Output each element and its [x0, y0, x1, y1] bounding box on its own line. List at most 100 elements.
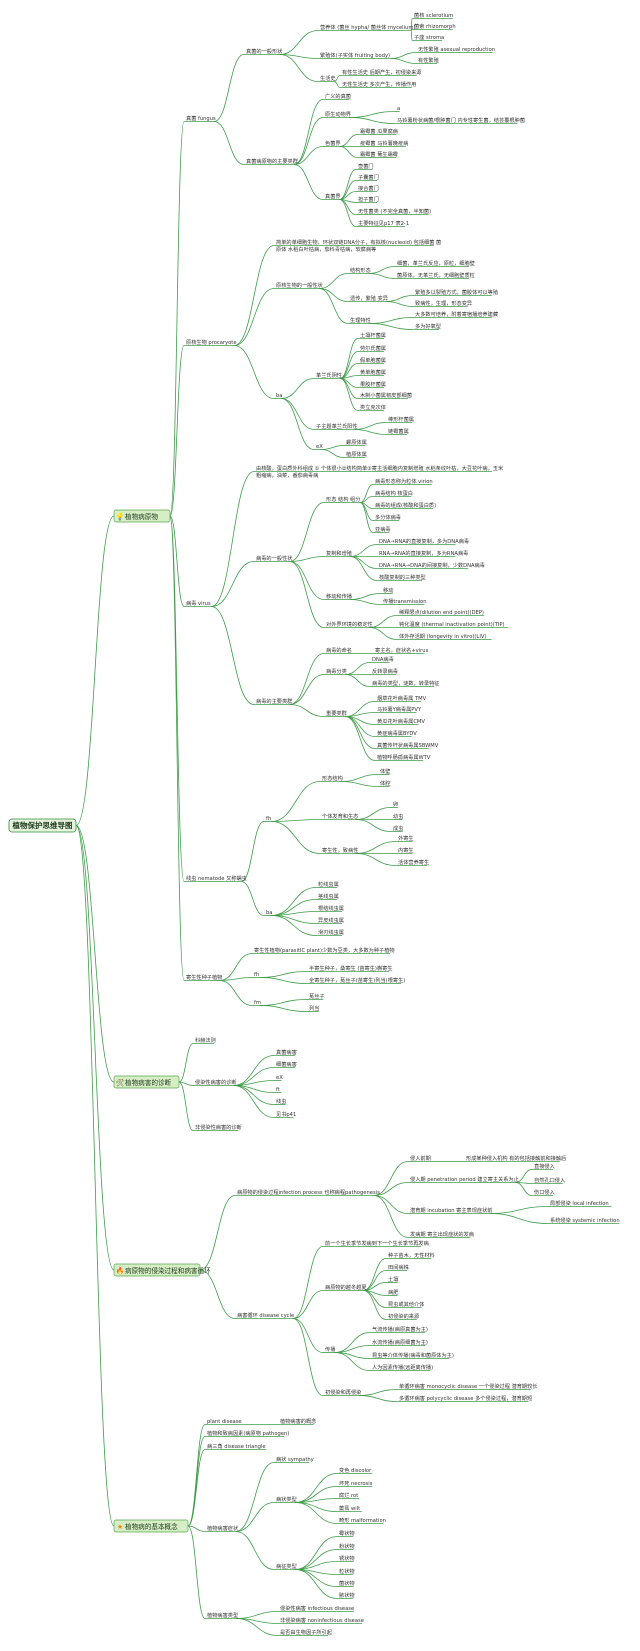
node-97[interactable]: 幼虫 [393, 812, 403, 820]
node-5[interactable]: 子座 stroma [414, 33, 444, 41]
node-83[interactable]: 重要类群 [326, 709, 347, 717]
node-59[interactable]: 病毒形态称为粒体 virion [375, 477, 433, 485]
node-55[interactable]: 病毒 virus [186, 599, 211, 607]
node-104[interactable]: 粒线虫属 [318, 880, 339, 888]
node-67[interactable]: DNA→RNA→DNA的间接复制，少数DNA病毒 [379, 561, 485, 569]
node-17[interactable]: 色菌界 [325, 139, 341, 147]
node-41[interactable]: 革兰氏阴性 [316, 371, 342, 379]
node-30[interactable]: 原核生物的一般性状 [276, 281, 324, 289]
node-38[interactable]: 大多数可培养，附着寄宿播培养建藏 [415, 310, 499, 318]
node-140[interactable]: 种子苗木，无性材料 [388, 1251, 435, 1259]
node-148[interactable]: 水流传播(病原细菌为主) [372, 1338, 428, 1346]
node-163[interactable]: 腐烂 rot [339, 1491, 358, 1499]
node-143[interactable]: 病肥 [388, 1288, 398, 1296]
node-145[interactable]: 初侵染的来源 [388, 1312, 420, 1320]
root-node[interactable]: 植物保护思维导图 [8, 818, 77, 833]
node-153[interactable]: 多循环病害 polycyclic disease 多个侵染过程，潜育期短 [399, 1394, 532, 1402]
node-100[interactable]: 外寄生 [398, 834, 414, 842]
node-176[interactable]: 是否由生物因子所引起 [280, 1628, 333, 1636]
node-91[interactable]: fh [266, 816, 271, 822]
node-110[interactable]: 寄生性植物(parasitIC plant)少数为豆类，大多数为种子植物 [254, 946, 395, 954]
node-98[interactable]: 成虫 [393, 824, 403, 832]
node-11[interactable]: 无性生活史 多次产生，传播作用 [342, 80, 416, 88]
node-6[interactable]: 繁殖体(子实体 fruiting body) [320, 51, 390, 59]
node-138[interactable]: 前一个生长季节发病到下一个生长季节再发病 [325, 1239, 429, 1247]
node-170[interactable]: 粒状物 [339, 1567, 355, 1575]
node-3[interactable]: 菌核 sclerotium [414, 11, 453, 19]
node-60[interactable]: 病毒结构 核蛋白 [375, 489, 413, 497]
node-172[interactable]: 脓状物 [339, 1591, 355, 1599]
node-141[interactable]: 田间病株 [388, 1263, 410, 1271]
node-99[interactable]: 寄生性，致病性 [322, 846, 358, 854]
node-133[interactable]: 潜育期 incubation 寄主表现症状前 [410, 1206, 492, 1214]
node-4[interactable]: 菌索 rhizomorph [414, 22, 456, 30]
node-20[interactable]: 霜霉菌 葡生霜霉 [360, 150, 398, 158]
node-113[interactable]: 全寄生种子，菟丝子(苗寄生)列当(根寄生) [309, 976, 405, 984]
node-75[interactable]: 体外存活期 (longevity in vitro)(LIV) [399, 632, 486, 640]
node-63[interactable]: 亚病毒 [375, 525, 391, 533]
node-39[interactable]: 多为好氧型 [415, 322, 441, 330]
node-53[interactable]: 螺原体属 [346, 438, 367, 446]
node-116[interactable]: 列当 [309, 1004, 319, 1012]
node-34[interactable]: 遗传，繁殖 变异 [350, 294, 388, 302]
category-star[interactable]: ★ 植物病的基本概念 [113, 1519, 189, 1533]
node-86[interactable]: 黄瓜花叶病毒属CMV [377, 717, 425, 725]
node-155[interactable]: 植物病害的概念 [280, 1417, 316, 1425]
node-2[interactable]: 营养体 (菌丝 hypha/ 菌丝体 mycelium) [320, 23, 415, 31]
node-139[interactable]: 病原物的越冬越夏 [325, 1283, 367, 1291]
node-124[interactable]: 见书p41 [276, 1110, 296, 1118]
node-144[interactable]: 昆虫或其他介体 [388, 1300, 425, 1308]
node-122[interactable]: ft [276, 1087, 280, 1093]
node-69[interactable]: 移动和传播 [326, 592, 353, 600]
node-146[interactable]: 传播 [325, 1345, 336, 1353]
node-37[interactable]: 生理特性 [350, 316, 371, 324]
node-77[interactable]: 病毒的命名 [326, 646, 352, 654]
node-115[interactable]: 菟丝子 [309, 992, 325, 1000]
node-120[interactable]: 细菌病害 [276, 1060, 297, 1068]
node-117[interactable]: 科赫法则 [195, 1036, 216, 1044]
node-90[interactable]: 线虫 nematode 又称蠕虫 [186, 874, 247, 882]
node-130[interactable]: 直接侵入 [534, 1162, 555, 1170]
node-126[interactable]: 病原物的侵染过程infection process 也称病程pathogenes… [237, 1188, 380, 1196]
node-96[interactable]: 卵 [393, 800, 398, 808]
node-27[interactable]: 主要特征见p17 表2-1 [358, 219, 409, 227]
node-171[interactable]: 菌状物 [339, 1579, 355, 1587]
node-114[interactable]: fm [254, 1000, 261, 1006]
node-40[interactable]: ba [276, 393, 282, 399]
node-44[interactable]: 假单胞菌属 [360, 356, 386, 364]
node-50[interactable]: 棒形杆菌属 [388, 415, 414, 423]
node-168[interactable]: 粉状物 [339, 1542, 355, 1550]
node-92[interactable]: 形态结构 [322, 774, 343, 782]
node-74[interactable]: 钝化温度 (thermal inactivation point)(TIP) [399, 620, 505, 628]
node-57[interactable]: 病毒的一般性状 [256, 554, 293, 562]
node-22[interactable]: 壶菌门 [358, 162, 374, 170]
node-95[interactable]: 个体发育和生态 [322, 812, 358, 820]
node-169[interactable]: 锈状物 [339, 1554, 355, 1562]
node-21[interactable]: 真菌界 [325, 192, 341, 200]
node-45[interactable]: 黄单胞菌属 [360, 368, 386, 376]
node-79[interactable]: 病毒分类 [326, 667, 347, 675]
node-23[interactable]: 子囊菌门 [358, 173, 379, 181]
node-81[interactable]: 反转录病毒 [372, 667, 398, 675]
node-54[interactable]: 植原体属 [346, 450, 367, 458]
node-61[interactable]: 病毒的组成(核酸和蛋白质) [375, 501, 436, 509]
node-47[interactable]: 木制小菌属韧皮部细菌 [360, 391, 412, 399]
node-62[interactable]: 多分体病毒 [375, 513, 401, 521]
node-137[interactable]: 病害循环 disease cycle [237, 1311, 294, 1319]
node-151[interactable]: 初侵染和再侵染 [325, 1388, 361, 1396]
node-135[interactable]: 系统侵染 systemic infection [550, 1216, 620, 1224]
node-14[interactable]: 原生动物界 [325, 110, 351, 118]
node-58[interactable]: 形态 结构 组分 [326, 495, 360, 503]
node-56[interactable]: 由核酸，蛋白质外科组成 ① 个体很小②结构简单③寄主活细胞内复制增殖 水稻条纹叶… [256, 464, 504, 479]
node-16[interactable]: 马铃薯粉状病菌/根肿菌门 内专性寄生菌，结芸薹根肿菌 [397, 116, 525, 124]
node-73[interactable]: 稀释限点(dilution end point)(DEP) [399, 608, 484, 616]
node-112[interactable]: 半寄生种子，桑寄生 (苗寄生)槲寄生 [309, 964, 393, 972]
node-8[interactable]: 有性繁殖 [418, 56, 439, 64]
node-33[interactable]: 菌原体，无革兰氏，无细胞壁质粒 [397, 271, 475, 279]
node-72[interactable]: 对外界环境的稳定性 [326, 620, 373, 628]
node-36[interactable]: 致病性，生理，形态变异 [415, 299, 472, 307]
category-flame[interactable]: 🔥 病原物的侵染过程和病害循环 [113, 1263, 211, 1277]
node-24[interactable]: 接合菌门 [358, 184, 379, 192]
node-71[interactable]: 传播transmission [383, 597, 427, 605]
node-93[interactable]: 体壁 [380, 767, 390, 775]
